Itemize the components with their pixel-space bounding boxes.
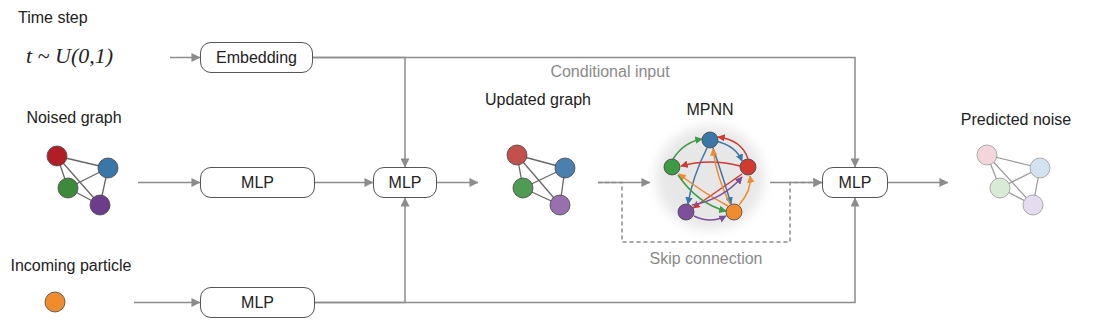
- graph-node: [1023, 195, 1043, 215]
- graph-node: [90, 195, 110, 215]
- arrow-connector: [315, 182, 373, 184]
- figure-group: Noised graph: [10, 108, 138, 216]
- arrow-connector: [138, 182, 200, 184]
- message-arrow: [713, 149, 730, 204]
- graph-node: [507, 145, 527, 165]
- message-arrow: [673, 139, 702, 159]
- figure-heading: Noised graph: [10, 108, 138, 128]
- process-box: MLP: [822, 167, 888, 198]
- arrow-connector: [437, 182, 478, 184]
- box-label: Embedding: [216, 48, 297, 68]
- particle-dot: [45, 292, 65, 312]
- message-arrows: [673, 137, 750, 220]
- mpnn-cloud: [656, 126, 764, 230]
- graph-node: [702, 132, 718, 148]
- message-arrow: [694, 216, 726, 220]
- arrow-connector: [134, 302, 200, 304]
- arrow-connector: [170, 57, 200, 59]
- box-label: MLP: [839, 173, 872, 193]
- graph-node: [47, 146, 67, 166]
- graph-node: [98, 158, 118, 178]
- graph-node: [664, 159, 680, 175]
- graph-node: [977, 145, 997, 165]
- figure-heading: Predicted noise: [948, 110, 1084, 130]
- box-label: MLP: [241, 173, 274, 193]
- graph-node: [1030, 158, 1050, 178]
- figure-heading: Time step: [12, 8, 170, 28]
- edge-label: Conditional input: [547, 62, 672, 82]
- graph-node: [58, 178, 78, 198]
- process-box: MLP: [373, 167, 437, 198]
- message-arrow: [692, 177, 742, 205]
- graph-node: [990, 178, 1010, 198]
- edge-label: Skip connection: [647, 249, 766, 269]
- graph-node: [555, 158, 575, 178]
- arrow-connector: [313, 58, 405, 168]
- message-arrow: [693, 174, 742, 208]
- process-box: Embedding: [200, 42, 313, 73]
- graph-node: [726, 204, 742, 220]
- figure-group: Updated graph: [478, 90, 598, 216]
- arrow-connector: [313, 58, 855, 168]
- figure-heading: Incoming particle: [8, 256, 134, 276]
- graph-nodes: [507, 145, 575, 215]
- message-arrow: [718, 137, 748, 159]
- box-label: MLP: [241, 293, 274, 313]
- figure-heading: Updated graph: [478, 90, 598, 110]
- graph-node: [513, 178, 533, 198]
- message-arrow: [739, 176, 750, 205]
- figure-group: Time step t ~ U(0,1): [12, 8, 170, 76]
- message-arrow: [713, 148, 731, 204]
- arrow-connector: [315, 198, 405, 303]
- process-box: MLP: [200, 167, 315, 198]
- graph-nodes: [664, 132, 756, 220]
- message-arrow: [681, 162, 740, 166]
- graph-node: [678, 204, 694, 220]
- graph-nodes: [47, 146, 118, 215]
- formula: t ~ U(0,1): [12, 43, 170, 69]
- figure-heading: MPNN: [650, 100, 770, 120]
- box-label: MLP: [389, 173, 422, 193]
- graph-node: [740, 159, 756, 175]
- arrow-connector: [315, 198, 855, 303]
- graph-node: [550, 195, 570, 215]
- process-box: MLP: [200, 287, 315, 318]
- figure-group: Incoming particle: [8, 256, 134, 316]
- skip-connector: [598, 183, 822, 243]
- figure-group: Predicted noise: [948, 110, 1084, 216]
- figure-group: MPNN: [650, 100, 770, 235]
- graph-nodes: [977, 145, 1050, 215]
- arrow-connector: [888, 182, 948, 184]
